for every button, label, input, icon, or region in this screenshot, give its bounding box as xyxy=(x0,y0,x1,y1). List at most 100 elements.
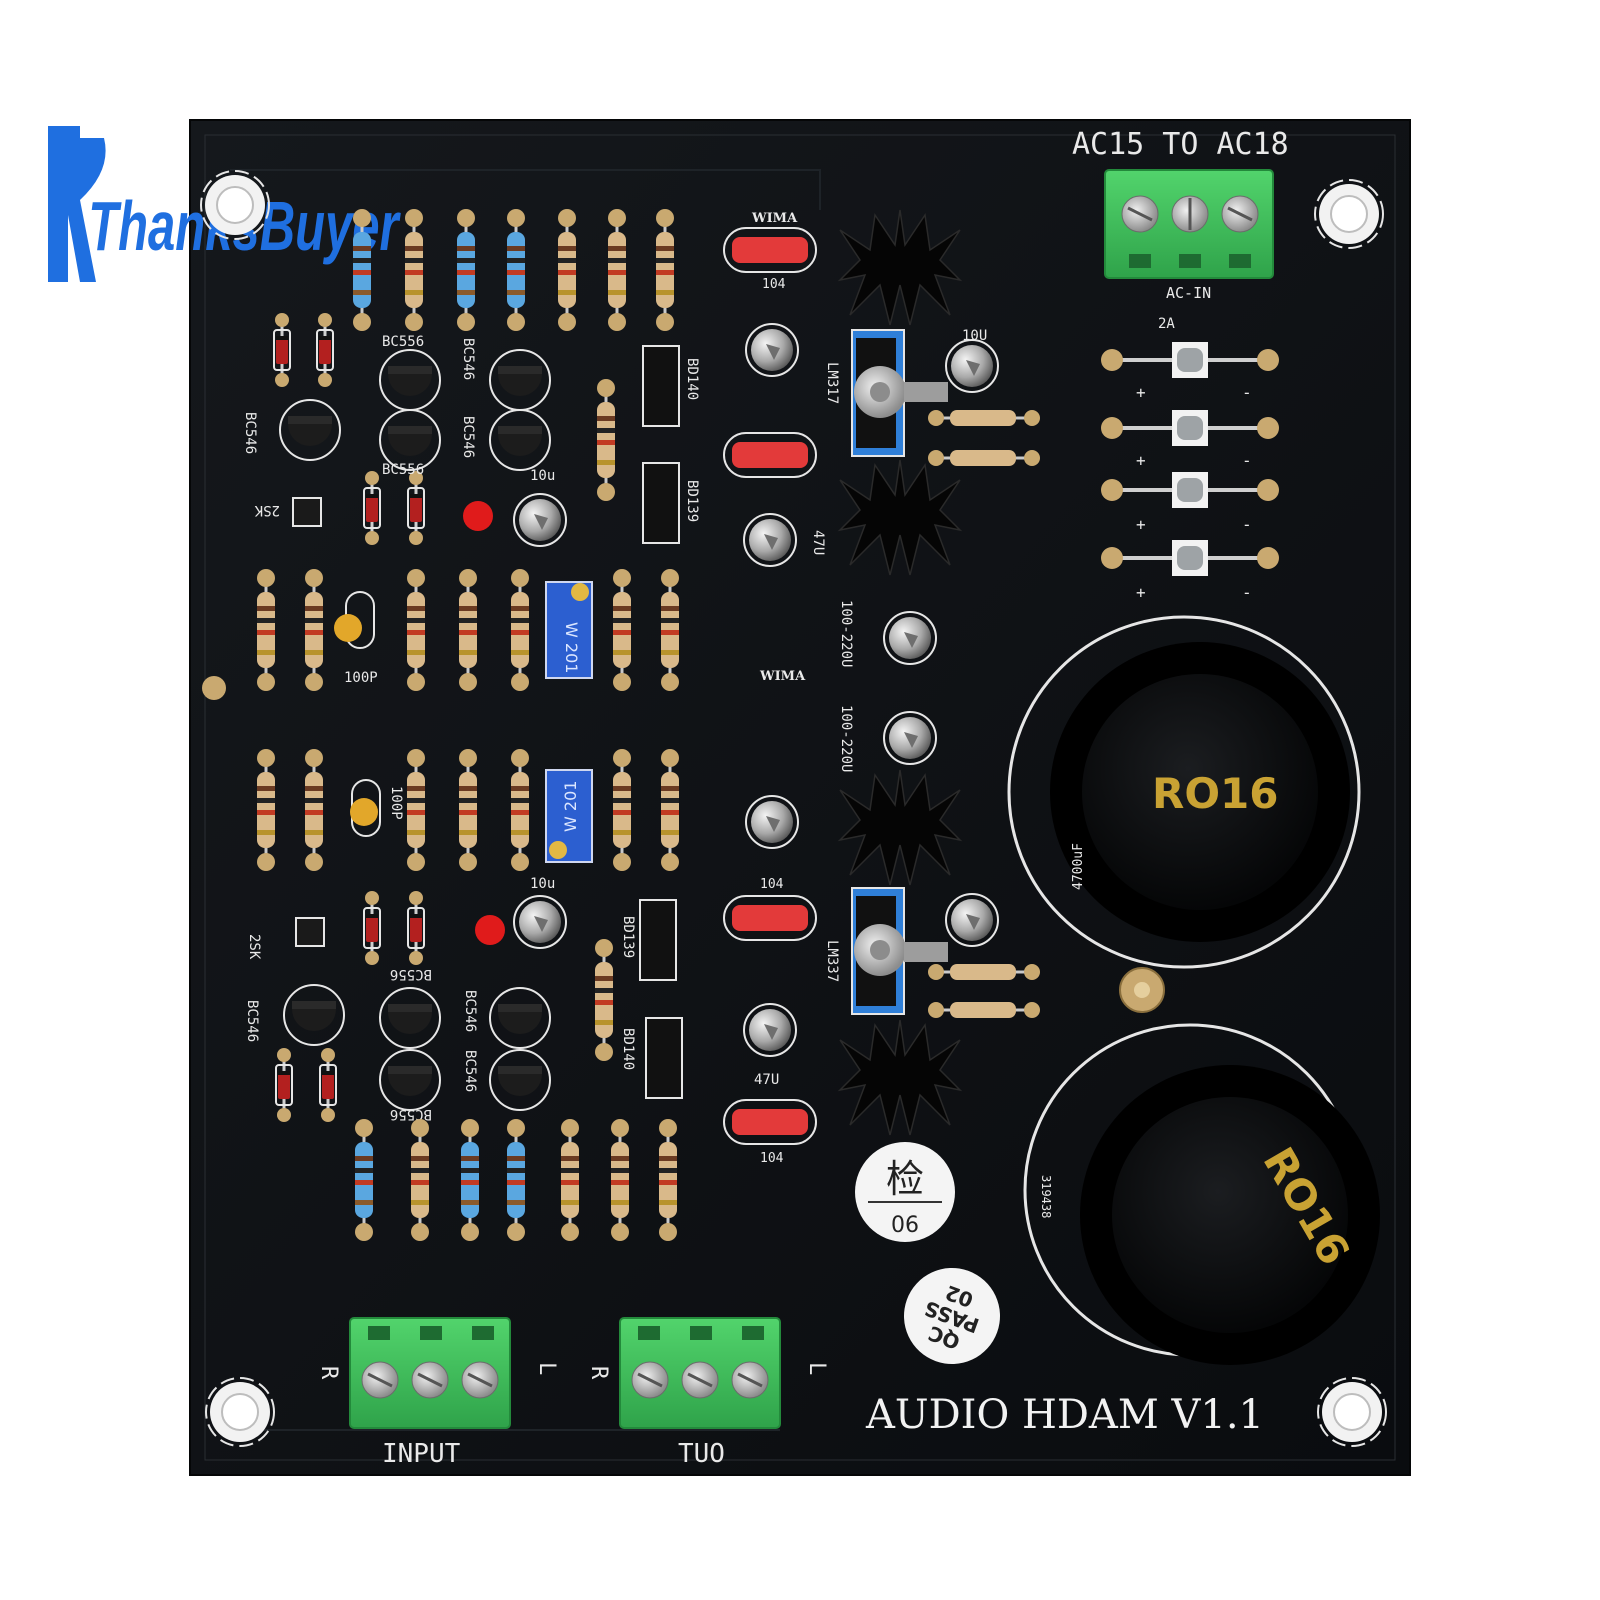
electrolytic-capacitor xyxy=(743,513,797,567)
label-bc546: BC546 xyxy=(462,1050,478,1092)
voltage-regulator-lm337 xyxy=(851,887,948,1015)
big-capacitor-top-value: 4700uF xyxy=(1071,843,1086,890)
big-capacitor-bottom-code: 319438 xyxy=(1039,1175,1053,1218)
big-capacitor-top-label: RO16 xyxy=(1152,769,1279,818)
output-terminal-l: L xyxy=(804,1362,829,1375)
lower-channel: 100P W 201 10u 2SK BC556 BC556 BC546 BC5… xyxy=(244,747,683,1243)
fuse-label: 2A xyxy=(1158,316,1175,332)
power-transistor-bd140 xyxy=(642,345,680,427)
label-lm337: LM337 xyxy=(824,940,840,982)
diode xyxy=(318,1046,338,1124)
resistor xyxy=(928,410,1040,426)
output-label: TUO xyxy=(678,1439,725,1469)
electrolytic-capacitor xyxy=(945,339,999,393)
plus-sign-3: + xyxy=(1136,515,1146,534)
brand-logo-icon xyxy=(48,126,106,282)
diode xyxy=(362,889,382,967)
led xyxy=(475,915,505,945)
board-title: AUDIO HDAM V1.1 xyxy=(865,1392,1264,1438)
diode xyxy=(406,469,426,547)
rectifier-section: 2A + - + - + - + - xyxy=(1101,316,1279,602)
big-capacitor-top: RO16 4700uF xyxy=(1007,615,1361,969)
power-transistor-bd139 xyxy=(639,899,677,981)
qc-pass-sticker: QC PASS 02 xyxy=(903,1268,1000,1364)
trimmer-potentiometer: W 201 xyxy=(545,769,593,863)
label-bc556: BC556 xyxy=(382,462,424,478)
voltage-regulator-lm317 xyxy=(851,329,948,457)
mount-pad-left xyxy=(202,676,226,700)
label-100p: 100P xyxy=(388,786,404,820)
input-terminal-l: L xyxy=(534,1362,559,1375)
label-lm317: LM317 xyxy=(824,362,840,404)
power-transistor-bd139 xyxy=(642,462,680,544)
plus-sign-2: + xyxy=(1136,451,1146,470)
minus-sign-3: - xyxy=(1242,515,1252,534)
fet-2sk xyxy=(292,497,322,527)
inspection-sticker-number: 06 xyxy=(891,1213,919,1238)
led xyxy=(463,501,493,531)
label-bc556: BC556 xyxy=(390,1106,432,1122)
electrolytic-capacitor xyxy=(513,493,567,547)
minus-sign-2: - xyxy=(1242,451,1252,470)
input-terminal-r: R xyxy=(316,1366,341,1380)
label-bc556: BC556 xyxy=(382,334,424,350)
label-104: 104 xyxy=(760,1151,784,1166)
label-2sk: 2SK xyxy=(246,934,262,960)
resistor xyxy=(928,1002,1040,1018)
label-bc546: BC546 xyxy=(462,990,478,1032)
big-capacitor-bottom: RO16 319438 xyxy=(1023,1023,1380,1365)
label-wima: WIMA xyxy=(751,211,798,226)
fet-2sk xyxy=(295,917,325,947)
label-bd140: BD140 xyxy=(684,358,700,400)
ac-in-label: AC-IN xyxy=(1166,284,1211,302)
label-bc556: BC556 xyxy=(390,966,432,982)
label-10u: 10u xyxy=(530,468,555,484)
resistor xyxy=(928,450,1040,466)
label-100p: 100P xyxy=(344,670,378,686)
upper-channel: BC556 BC556 BC546 BC546 BC546 2SK 10u 10… xyxy=(242,207,700,693)
label-bc546: BC546 xyxy=(244,1000,260,1042)
inspection-sticker-char: 检 xyxy=(886,1157,924,1201)
ceramic-capacitor xyxy=(334,614,362,642)
trimmer-potentiometer: W 201 xyxy=(545,581,593,679)
inspection-sticker: 检 06 xyxy=(855,1142,955,1242)
regulator-section: WIMA 104 47U LM317 10U 100-220U xyxy=(723,209,1040,1166)
electrolytic-capacitor xyxy=(743,1003,797,1057)
output-terminal-block xyxy=(618,1316,782,1430)
label-2sk: 2SK xyxy=(254,502,280,518)
input-terminal-block xyxy=(348,1316,512,1430)
ac-header-label: AC15 TO AC18 xyxy=(1072,127,1289,162)
label-100-220u: 100-220U xyxy=(838,705,854,772)
ceramic-capacitor xyxy=(350,798,378,826)
diode xyxy=(274,1046,294,1124)
label-10U: 10U xyxy=(962,328,987,344)
input-label: INPUT xyxy=(382,1439,461,1469)
minus-sign-1: - xyxy=(1242,383,1252,402)
electrolytic-capacitor xyxy=(745,323,799,377)
label-104: 104 xyxy=(762,277,786,292)
electrolytic-capacitor xyxy=(945,893,999,947)
ac-terminal-block xyxy=(1104,169,1274,279)
label-10u: 10u xyxy=(530,876,555,892)
trimmer-label: W 201 xyxy=(562,622,581,673)
output-terminal-r: R xyxy=(586,1366,611,1380)
label-bc546: BC546 xyxy=(460,416,476,458)
label-wima: WIMA xyxy=(759,669,806,684)
label-bd139: BD139 xyxy=(684,480,700,522)
label-bc546: BC546 xyxy=(460,338,476,380)
electrolytic-capacitor xyxy=(883,711,937,765)
power-transistor-bd140 xyxy=(645,1017,683,1099)
diode xyxy=(315,311,335,389)
plus-sign-1: + xyxy=(1136,383,1146,402)
electrolytic-capacitor xyxy=(745,795,799,849)
electrolytic-capacitor xyxy=(883,611,937,665)
electrolytic-capacitor xyxy=(513,895,567,949)
trimmer-label: W 201 xyxy=(561,781,580,832)
resistor xyxy=(928,964,1040,980)
label-47u: 47U xyxy=(810,530,826,555)
label-bc546: BC546 xyxy=(242,412,258,454)
diode xyxy=(272,311,292,389)
label-bd139: BD139 xyxy=(620,916,636,958)
minus-sign-4: - xyxy=(1242,583,1252,602)
